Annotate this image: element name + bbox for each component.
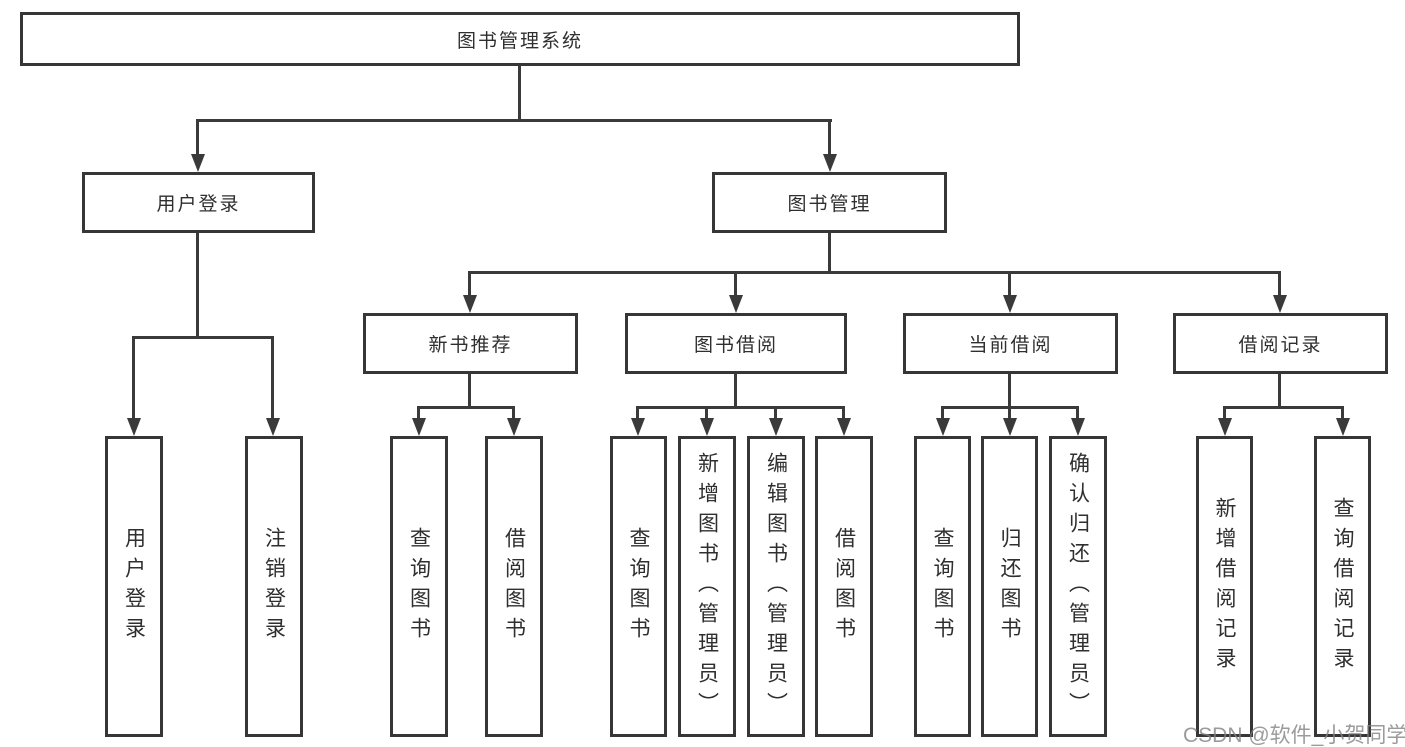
node-current-borrow: 当前借阅 (903, 313, 1118, 374)
node-root-label: 图书管理系统 (456, 30, 583, 52)
leaf-add-book-admin-label: 新增图书（管理员） (695, 451, 719, 722)
connector-root-stem (518, 66, 521, 122)
connector-drop-book-management (828, 119, 831, 155)
connector-user-login-stem (196, 232, 199, 339)
connector-drop-leaf-edit-book (774, 406, 777, 420)
leaf-logout-label: 注销登录 (262, 526, 286, 647)
connector-borrow-records-rail (1223, 406, 1344, 409)
leaf-logout: 注销登录 (245, 436, 303, 737)
arrowhead-leaf-borrow2 (837, 418, 851, 436)
leaf-add-book-admin: 新增图书（管理员） (678, 436, 736, 737)
connector-drop-leaf-return-book (1008, 406, 1011, 420)
arrowhead-book-management (823, 154, 837, 172)
leaf-borrow-book-recommend-label: 借阅图书 (502, 526, 526, 647)
connector-book-management-rail (468, 271, 1281, 274)
connector-drop-leaf-logout (271, 336, 274, 418)
leaf-borrow-book: 借阅图书 (815, 436, 873, 737)
arrowhead-leaf-edit-book (769, 418, 783, 436)
connector-drop-current-borrow (1008, 271, 1011, 297)
connector-drop-leaf-query1 (417, 406, 420, 420)
leaf-edit-book-admin: 编辑图书（管理员） (747, 436, 805, 737)
connector-root-rail (196, 119, 832, 122)
connector-drop-leaf-add-record (1223, 406, 1226, 420)
arrowhead-new-book-recommend (463, 295, 477, 313)
connector-drop-leaf-user-login (132, 336, 135, 418)
arrowhead-leaf-query2 (631, 418, 645, 436)
node-book-borrow: 图书借阅 (625, 313, 847, 374)
connector-current-borrow-stem (1008, 374, 1011, 409)
connector-drop-leaf-borrow2 (842, 406, 845, 420)
leaf-add-borrow-record: 新增借阅记录 (1196, 436, 1253, 737)
arrowhead-leaf-confirm-return (1071, 418, 1085, 436)
connector-drop-book-borrow (734, 271, 737, 297)
connector-drop-leaf-add-book (705, 406, 708, 420)
node-new-book-recommend-label: 新书推荐 (428, 335, 513, 356)
node-borrow-records-label: 借阅记录 (1238, 335, 1323, 356)
connector-drop-leaf-borrow1 (512, 406, 515, 420)
leaf-add-borrow-record-label: 新增借阅记录 (1213, 496, 1236, 677)
node-new-book-recommend: 新书推荐 (363, 313, 578, 374)
arrowhead-leaf-query-record (1336, 418, 1350, 436)
arrowhead-leaf-add-book (700, 418, 714, 436)
arrowhead-leaf-query1 (412, 418, 426, 436)
connector-drop-leaf-confirm-return (1076, 406, 1079, 420)
leaf-query-book-current-label: 查询图书 (931, 526, 954, 647)
connector-new-book-recommend-stem (468, 374, 471, 409)
node-current-borrow-label: 当前借阅 (968, 335, 1053, 356)
leaf-query-borrow-record-label: 查询借阅记录 (1331, 496, 1354, 677)
arrowhead-leaf-user-login (127, 418, 141, 436)
leaf-edit-book-admin-label: 编辑图书（管理员） (764, 451, 788, 722)
node-borrow-records: 借阅记录 (1173, 313, 1388, 374)
leaf-query-book-current: 查询图书 (914, 436, 971, 737)
leaf-return-book-label: 归还图书 (998, 526, 1021, 647)
connector-drop-leaf-query3 (941, 406, 944, 420)
arrowhead-leaf-query3 (936, 418, 950, 436)
leaf-query-borrow-record: 查询借阅记录 (1314, 436, 1371, 737)
connector-drop-user-login (196, 119, 199, 155)
leaf-return-book: 归还图书 (981, 436, 1038, 737)
node-user-login-label: 用户登录 (156, 194, 241, 215)
node-book-management-label: 图书管理 (787, 194, 872, 215)
connector-book-management-stem (828, 232, 831, 274)
leaf-borrow-book-label: 借阅图书 (832, 526, 856, 647)
arrowhead-book-borrow (729, 295, 743, 313)
leaf-query-book-recommend: 查询图书 (390, 436, 448, 737)
leaf-query-book-recommend-label: 查询图书 (407, 526, 431, 647)
leaf-confirm-return-admin-label: 确认归还（管理员） (1066, 451, 1090, 722)
connector-book-borrow-rail (636, 406, 845, 409)
leaf-user-login-label: 用户登录 (122, 526, 146, 647)
arrowhead-current-borrow (1003, 295, 1017, 313)
node-user-login: 用户登录 (82, 172, 315, 233)
arrowhead-leaf-logout (266, 418, 280, 436)
connector-book-borrow-stem (734, 374, 737, 409)
node-book-borrow-label: 图书借阅 (693, 335, 778, 356)
csdn-watermark: CSDN @软件_小贺同学 (1183, 724, 1405, 747)
arrowhead-user-login (191, 154, 205, 172)
node-root: 图书管理系统 (20, 12, 1020, 66)
connector-drop-new-book-recommend (468, 271, 471, 297)
leaf-user-login: 用户登录 (105, 436, 163, 737)
connector-new-book-recommend-rail (417, 406, 515, 409)
leaf-query-book-borrow: 查询图书 (610, 436, 667, 737)
connector-drop-leaf-query-record (1341, 406, 1344, 420)
leaf-borrow-book-recommend: 借阅图书 (485, 436, 543, 737)
connector-borrow-records-stem (1278, 374, 1281, 409)
leaf-query-book-borrow-label: 查询图书 (627, 526, 650, 647)
arrowhead-leaf-add-record (1218, 418, 1232, 436)
node-book-management: 图书管理 (712, 172, 947, 233)
arrowhead-leaf-return-book (1003, 418, 1017, 436)
connector-drop-borrow-records (1278, 271, 1281, 297)
connector-user-login-rail (132, 336, 274, 339)
connector-drop-leaf-query2 (636, 406, 639, 420)
arrowhead-borrow-records (1273, 295, 1287, 313)
arrowhead-leaf-borrow1 (507, 418, 521, 436)
leaf-confirm-return-admin: 确认归还（管理员） (1049, 436, 1107, 737)
